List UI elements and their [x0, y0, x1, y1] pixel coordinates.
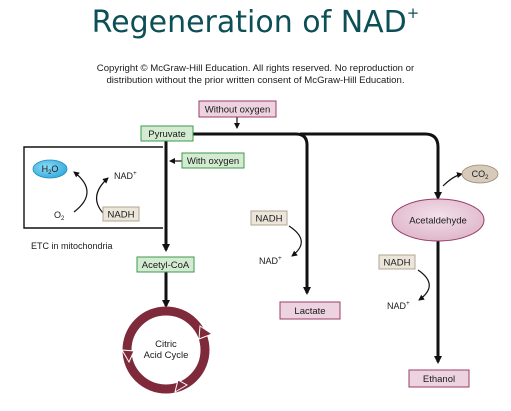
- etc-nadh-label: NADH: [108, 210, 135, 221]
- citric-cycle-line-2: Acid Cycle: [144, 350, 189, 361]
- title-superscript: +: [406, 4, 420, 22]
- without-oxygen-box: [198, 100, 277, 118]
- co2-ellipse: [461, 164, 499, 184]
- citric-cycle-arrowhead-bottom: [174, 379, 189, 394]
- etc-nadh-box: [102, 206, 140, 222]
- etc-o2-to-h2o-curve: [73, 171, 88, 213]
- acetaldehyde-label: Acetaldehyde: [409, 216, 467, 227]
- ethanol-nad-plus-label: NAD+: [387, 300, 410, 311]
- copyright-line-1: Copyright © McGraw-Hill Education. All r…: [96, 63, 415, 74]
- with-oxygen-label: With oxygen: [187, 156, 239, 167]
- with-oxygen-box: [181, 152, 245, 169]
- etc-nadh-to-nad-curve: [96, 177, 109, 214]
- ethanol-nadh-label: NADH: [384, 258, 411, 269]
- co2-release-arrow: [442, 172, 463, 187]
- without-oxygen-label: Without oxygen: [205, 105, 270, 116]
- ethanol-nadh-box: [378, 254, 416, 270]
- h2o-ellipse: [32, 159, 68, 179]
- copyright-notice: Copyright © McGraw-Hill Education. All r…: [40, 63, 471, 86]
- pyruvate-box: [140, 125, 194, 142]
- lactate-nadh-box: [250, 210, 288, 226]
- citric-cycle-line-1: Citric: [155, 339, 177, 350]
- ethanol-box: [408, 369, 470, 388]
- etc-bracket: [23, 146, 163, 229]
- pyruvate-label: Pyruvate: [148, 129, 186, 140]
- co2-label: CO2: [472, 169, 490, 181]
- main-pathways: [162, 132, 442, 364]
- pyruvate-to-lactate-line: [193, 132, 311, 295]
- lactate-nadh-to-nad-curve: [288, 225, 302, 257]
- lactate-nadh-label: NADH: [256, 214, 283, 225]
- lactate-label: Lactate: [294, 306, 325, 317]
- etc-nad-plus-label: NAD+: [114, 170, 137, 181]
- ethanol-nadh-to-nad-curve: [417, 269, 430, 301]
- ethanol-label: Ethanol: [423, 374, 455, 385]
- copyright-line-2: distribution without the prior written c…: [106, 74, 405, 86]
- title-text: Regeneration of NAD: [91, 5, 407, 40]
- citric-cycle-arrowhead-left: [121, 349, 135, 364]
- lactate-box: [279, 301, 341, 320]
- h2o-label: H2O: [42, 164, 59, 176]
- acetyl-coa-box: [136, 256, 195, 273]
- pyruvate-to-acetaldehyde-line: [300, 132, 442, 200]
- acetaldehyde-ellipse: [391, 198, 485, 242]
- citric-cycle-arrowhead-right: [198, 325, 214, 340]
- etc-label: ETC in mitochondria: [31, 241, 113, 251]
- citric-cycle-inner: [132, 316, 200, 384]
- lactate-nad-plus-label: NAD+: [259, 255, 282, 266]
- acetyl-coa-label: Acetyl-CoA: [142, 260, 190, 271]
- o2-label: O2: [54, 210, 65, 222]
- page-title: Regeneration of NAD+: [0, 4, 511, 40]
- citric-acid-cycle: Citric Acid Cycle: [121, 306, 214, 394]
